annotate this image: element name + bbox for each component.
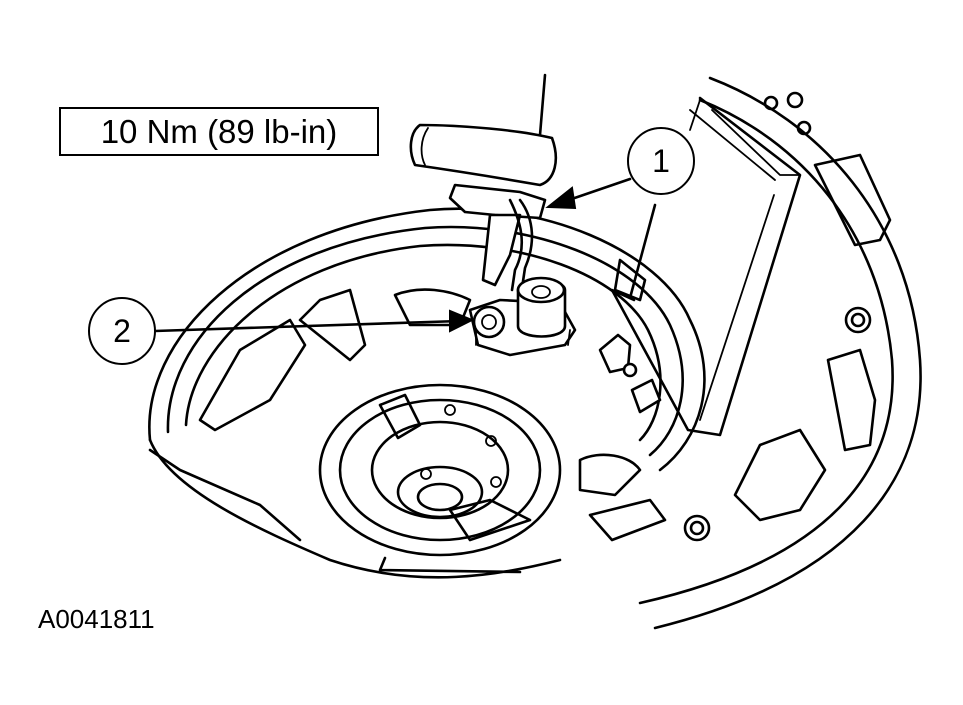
callout-1: 1	[627, 127, 695, 195]
torque-spec-box: 10 Nm (89 lb-in)	[59, 107, 379, 156]
servo-plate-edge	[689, 109, 776, 421]
case-lower-lip	[148, 438, 562, 579]
flange-rib-slots	[588, 153, 892, 542]
case-bowl-rim-2	[166, 225, 684, 457]
case-lower-edge	[148, 448, 302, 542]
case-flange-inner-edge	[638, 98, 894, 605]
case-side-bolt	[598, 333, 662, 414]
flange-bolt-holes	[683, 91, 872, 542]
case-bowl-rim-3	[184, 243, 662, 442]
central-hub	[318, 383, 562, 557]
leader-lines	[153, 177, 657, 333]
figure-id: A0041811	[38, 604, 155, 634]
sensor-assembly	[468, 276, 577, 357]
callout-2: 2	[88, 297, 156, 365]
callout-1-number: 1	[652, 142, 670, 179]
case-flange-outer-edge	[653, 76, 922, 630]
torque-spec-label: 10 Nm (89 lb-in)	[100, 112, 338, 150]
shift-lever	[409, 73, 557, 292]
callout-2-number: 2	[113, 312, 131, 349]
case-pockets	[198, 258, 647, 497]
